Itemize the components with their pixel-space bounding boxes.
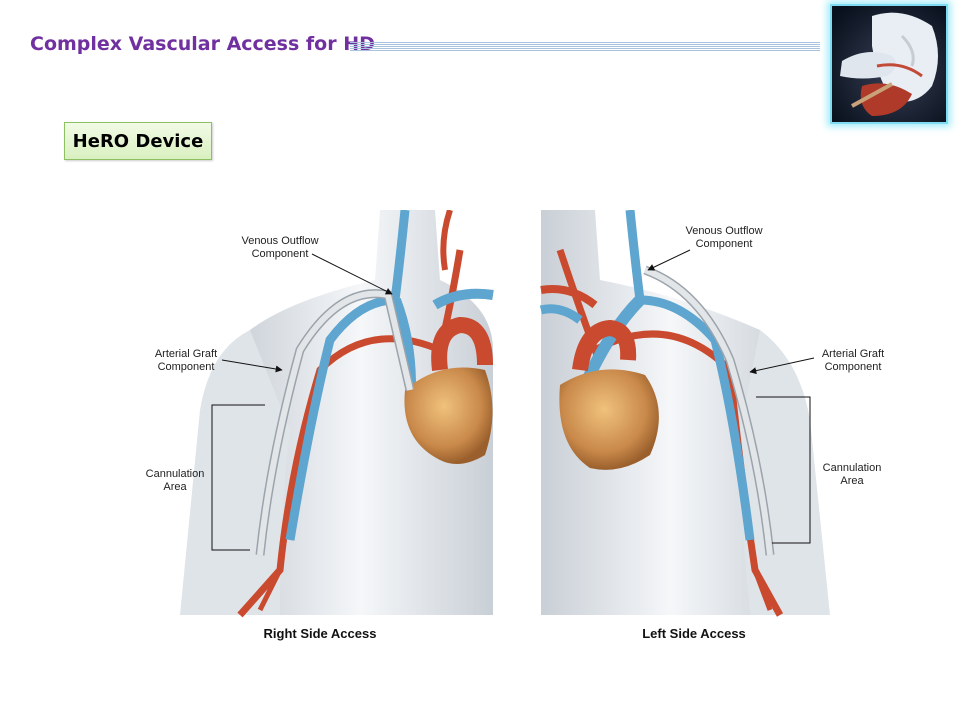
right-side-panel: Venous Outflow Component Arterial Graft … [140, 210, 494, 641]
right-venous-label-2: Component [252, 248, 309, 260]
right-venous-arrow [311, 253, 393, 295]
right-arterial-label-1: Arterial Graft [155, 348, 217, 360]
left-cannulation-bracket [756, 396, 811, 544]
slide-title: Complex Vascular Access for HD [30, 33, 375, 55]
left-side-panel: Venous Outflow Component Arterial Graft … [539, 210, 895, 641]
right-venous-label-1: Venous Outflow [241, 235, 318, 247]
left-vein [625, 210, 755, 541]
title-rule [350, 42, 820, 51]
left-venous-label-2: Component [696, 238, 753, 250]
right-cannulation-bracket [211, 404, 265, 551]
hero-device-label: HeRO Device [64, 122, 212, 160]
right-heart [404, 367, 493, 464]
left-torso [541, 210, 800, 615]
right-side-caption: Right Side Access [264, 626, 377, 641]
surgery-photo [830, 4, 948, 124]
left-side-caption: Left Side Access [642, 626, 746, 641]
left-arterial-label-2: Component [825, 361, 882, 373]
hero-illustration: Venous Outflow Component Arterial Graft … [140, 210, 895, 641]
left-arterial-label-1: Arterial Graft [822, 348, 884, 360]
left-cannulation-label-1: Cannulation [823, 462, 882, 474]
left-heart [559, 369, 659, 470]
left-cannulation-label-2: Area [840, 475, 864, 487]
right-cannulation-label-2: Area [163, 481, 187, 493]
left-arterial-arrow [749, 357, 815, 375]
right-vein [285, 210, 410, 541]
right-artery [237, 249, 464, 618]
left-venous-arrow [647, 249, 691, 271]
left-arm [740, 330, 830, 615]
right-arterial-label-2: Component [158, 361, 215, 373]
right-cannulation-label-1: Cannulation [146, 468, 205, 480]
left-venous-label-1: Venous Outflow [685, 225, 762, 237]
right-arterial-arrow [221, 359, 283, 373]
